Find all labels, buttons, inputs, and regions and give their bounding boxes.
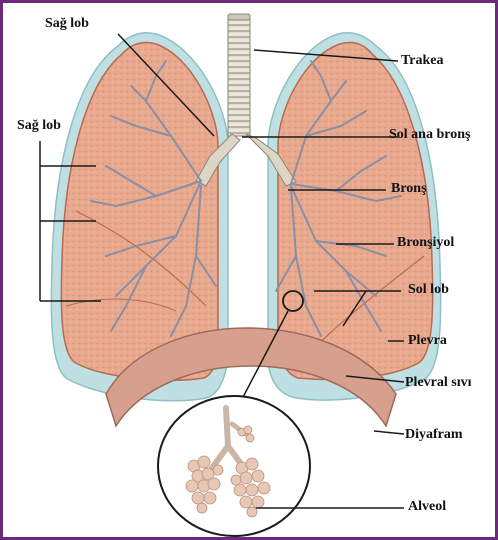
label-bronş: Bronş bbox=[391, 181, 427, 197]
label-plevra: Plevra bbox=[408, 333, 447, 349]
label-sag-lob-top: Sağ lob bbox=[45, 16, 89, 32]
label-sag-lob-left: Sağ lob bbox=[17, 118, 61, 134]
trachea-top bbox=[228, 14, 250, 20]
label-alveol: Alveol bbox=[408, 499, 446, 515]
label-plevral-sıvı: Plevral sıvı bbox=[405, 375, 472, 391]
label-sol-lob: Sol lob bbox=[408, 282, 449, 298]
label-trakea: Trakea bbox=[401, 53, 444, 69]
trachea bbox=[228, 16, 250, 136]
alveoli-magnified-circle bbox=[158, 396, 310, 536]
leader-diyafram bbox=[374, 431, 404, 434]
label-diyafram: Diyafram bbox=[405, 427, 463, 443]
label-bronşiyol: Bronşiyol bbox=[397, 235, 454, 251]
lung-anatomy-diagram bbox=[6, 6, 498, 540]
label-sol-ana-bronş: Sol ana bronş bbox=[389, 127, 470, 143]
